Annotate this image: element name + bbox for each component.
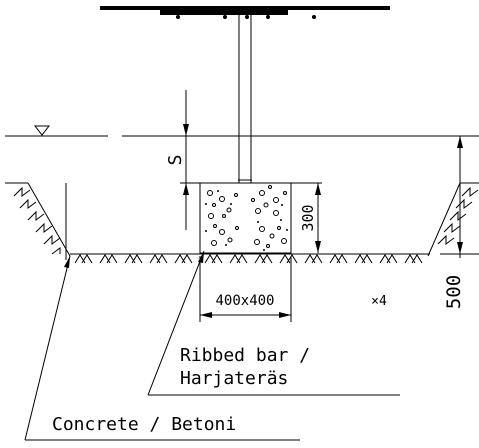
left-bank	[5, 182, 71, 260]
concrete-leader	[24, 255, 300, 441]
count-label: ×4	[371, 294, 387, 309]
ribbed-bar-label-2: Harjateräs	[180, 368, 288, 389]
dim-300-label: 300	[299, 204, 317, 231]
ground-hatch	[74, 254, 423, 264]
dim-500-label: 500	[443, 275, 465, 309]
dimension-s	[180, 90, 200, 230]
ground	[70, 253, 430, 264]
aggregate-pattern	[205, 185, 288, 251]
right-bank	[427, 182, 479, 257]
left-bank-hatch	[13, 186, 61, 255]
dimension-300	[291, 182, 322, 253]
water-level	[5, 125, 479, 137]
sign-panel	[100, 6, 390, 19]
dim-s-label: S	[165, 155, 186, 166]
ribbed-bar-leader	[147, 250, 400, 396]
dimension-400x400	[199, 256, 292, 322]
dimension-500	[440, 136, 479, 258]
right-bank-hatch	[437, 186, 479, 245]
dim-400x400-label: 400x400	[215, 293, 274, 309]
concrete-block	[199, 182, 292, 254]
post	[238, 15, 252, 183]
panel-bolts	[176, 15, 316, 19]
ribbed-bar-label-1: Ribbed bar /	[180, 345, 310, 366]
concrete-label: Concrete / Betoni	[52, 414, 236, 435]
